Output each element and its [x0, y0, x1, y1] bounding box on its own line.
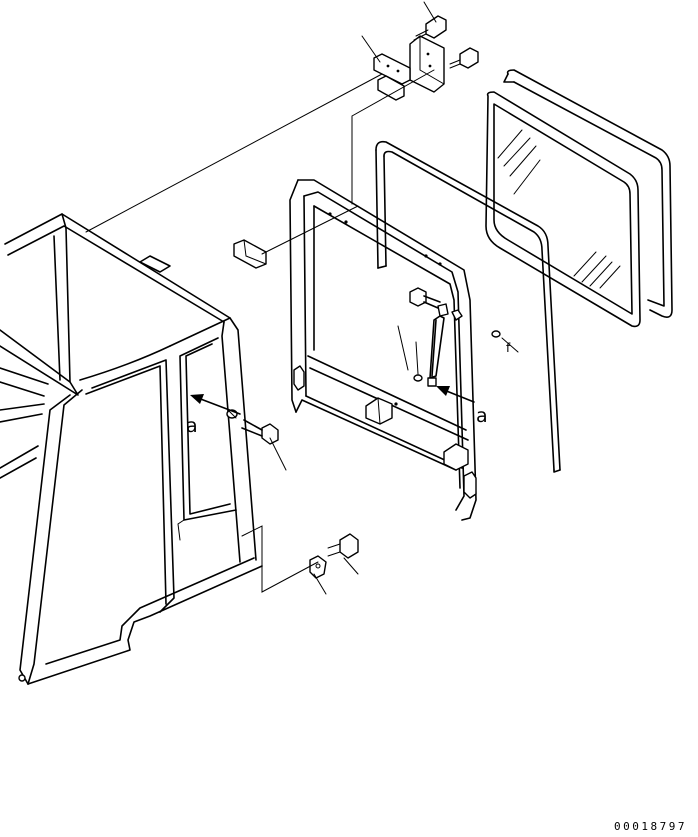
callout-label-a-right: a	[476, 405, 488, 427]
hinge-bracket-assembly	[233, 15, 479, 269]
weatherstrip-seal	[375, 140, 561, 473]
lower-pin-bolt	[226, 409, 279, 445]
cab-frame	[0, 213, 263, 685]
callout-arrow-right	[436, 386, 475, 403]
callout-label-a-left: a	[186, 415, 198, 437]
bottom-bolt-clip	[309, 533, 359, 579]
figure-number: 00018797	[614, 820, 687, 833]
rubber-gasket	[503, 69, 673, 318]
callout-label-f: f	[506, 341, 511, 355]
window-frame	[289, 179, 477, 521]
leader-lines	[85, 1, 519, 595]
glass-pane	[485, 91, 641, 328]
gas-strut-assembly	[409, 287, 501, 387]
callout-arrow-left	[190, 394, 241, 415]
